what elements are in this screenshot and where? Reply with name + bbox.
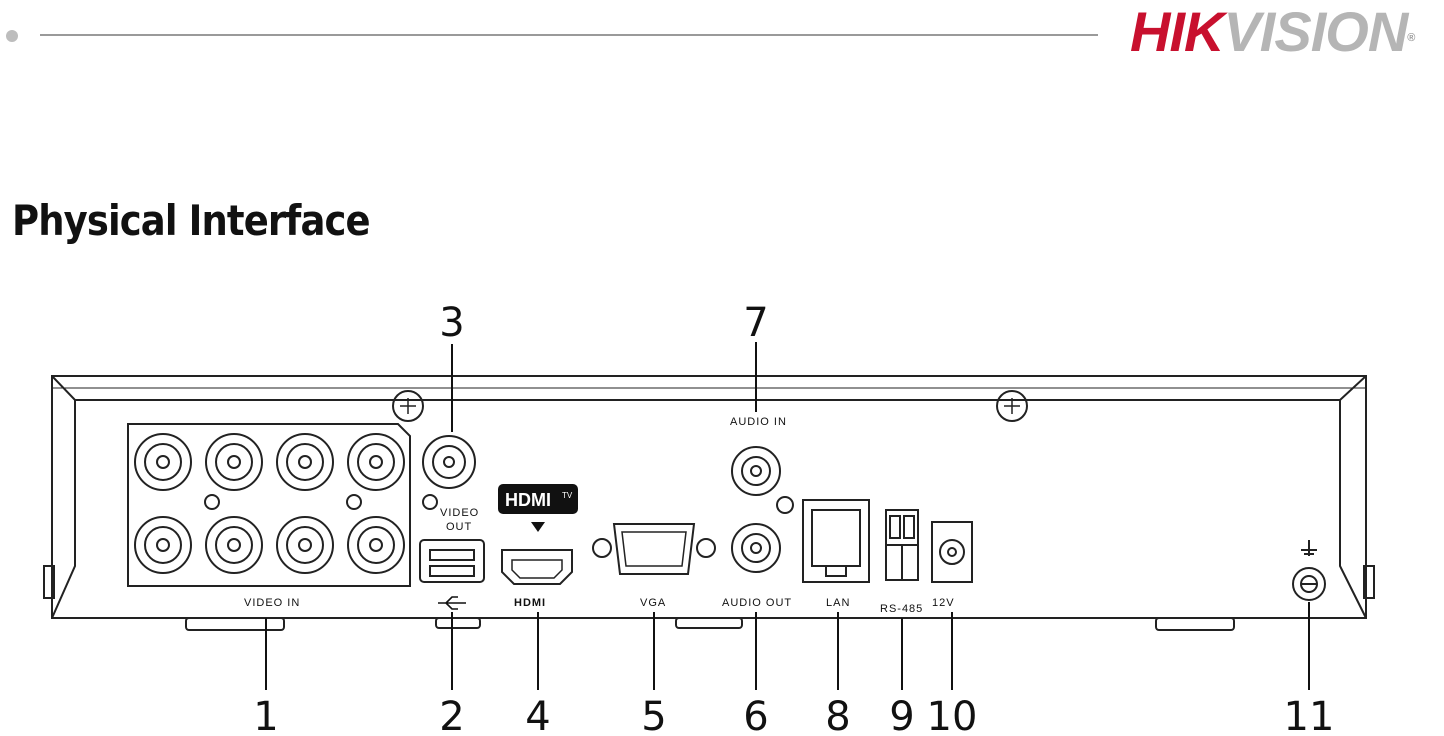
chassis-bevel xyxy=(51,375,1367,619)
video-in-bay xyxy=(127,423,411,587)
label-12v: 12V xyxy=(932,597,955,609)
label-audio-out: AUDIO OUT xyxy=(722,597,792,609)
bay-screw-right-icon xyxy=(346,494,362,510)
video-out-screw-icon xyxy=(422,494,438,510)
power-jack xyxy=(931,521,973,583)
callout-8: 8 xyxy=(825,694,850,736)
screw-left-icon xyxy=(392,390,424,422)
ground-symbol-icon xyxy=(1301,540,1317,556)
hdmi-badge xyxy=(498,484,578,514)
callout-6: 6 xyxy=(743,694,768,736)
rca-audio-in xyxy=(731,446,781,496)
callout-2: 2 xyxy=(439,694,464,736)
header-dot xyxy=(6,30,18,42)
bnc-video-in-7 xyxy=(276,516,334,574)
usb-port xyxy=(419,539,485,583)
usb-icon xyxy=(438,596,466,610)
bnc-video-in-5 xyxy=(134,516,192,574)
lan-port xyxy=(802,499,870,583)
callout-10: 10 xyxy=(927,694,978,736)
side-tab-left xyxy=(43,565,55,599)
label-video-out-1: VIDEO xyxy=(440,507,479,519)
label-rs485: RS-485 xyxy=(880,603,923,615)
side-tab-right xyxy=(1363,565,1375,599)
callout-11: 11 xyxy=(1284,694,1335,736)
page-title: Physical Interface xyxy=(12,196,371,245)
callout-9: 9 xyxy=(889,694,914,736)
rs485-terminal xyxy=(885,509,919,581)
foot-center-right xyxy=(675,617,743,629)
vga-port xyxy=(592,523,716,575)
bnc-video-in-6 xyxy=(205,516,263,574)
bnc-video-out xyxy=(422,435,476,489)
bnc-video-in-8 xyxy=(347,516,405,574)
callout-5: 5 xyxy=(641,694,666,736)
audio-screw-icon xyxy=(776,496,794,514)
label-hdmi: HDMI xyxy=(514,597,546,609)
bnc-video-in-4 xyxy=(347,433,405,491)
foot-right xyxy=(1155,617,1235,631)
label-vga: VGA xyxy=(640,597,666,609)
bnc-video-in-2 xyxy=(205,433,263,491)
brand-logo: HIKVISION® xyxy=(1130,0,1415,63)
label-video-out-2: OUT xyxy=(446,521,472,533)
bnc-video-in-1 xyxy=(134,433,192,491)
foot-left xyxy=(185,617,285,631)
hdmi-port xyxy=(501,549,573,585)
callout-7: 7 xyxy=(743,300,768,346)
ground-terminal xyxy=(1292,567,1326,601)
chassis-outline xyxy=(51,375,1367,619)
label-lan: LAN xyxy=(826,597,850,609)
hdmi-arrow-icon xyxy=(531,522,545,532)
callout-4: 4 xyxy=(525,694,550,736)
hdmi-badge-text: HDMI xyxy=(505,490,551,510)
hdmi-badge-tv: TV xyxy=(562,491,573,500)
foot-center-left xyxy=(435,617,481,629)
callout-1: 1 xyxy=(253,694,278,736)
header-rule xyxy=(40,34,1098,36)
bay-screw-left-icon xyxy=(204,494,220,510)
rca-audio-out xyxy=(731,523,781,573)
label-audio-in: AUDIO IN xyxy=(730,416,787,428)
bnc-video-in-3 xyxy=(276,433,334,491)
callout-3: 3 xyxy=(439,300,464,346)
screw-right-icon xyxy=(996,390,1028,422)
label-video-in: VIDEO IN xyxy=(244,597,300,609)
